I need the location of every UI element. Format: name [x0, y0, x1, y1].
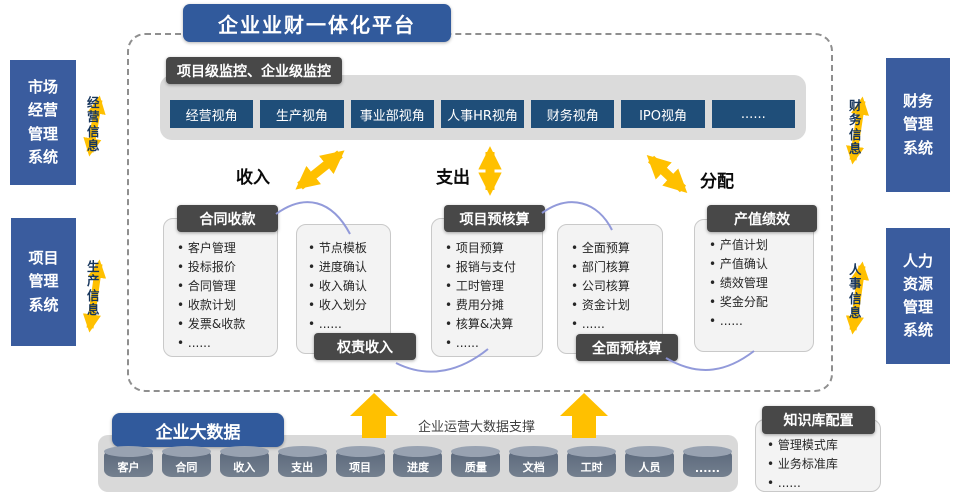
info-flow-finance-info: 财 务 信 息 — [849, 98, 862, 157]
platform-boundary — [127, 33, 833, 392]
card-item: ...... — [177, 334, 273, 353]
card-item: 资金计划 — [571, 296, 660, 315]
system-box-hr-management: 人力 资源 管理 系统 — [886, 228, 950, 364]
card-header-contract-collection: 合同收款 — [177, 205, 278, 232]
card-item: 进度确认 — [308, 258, 388, 277]
database-cylinder-icon: 客户 — [104, 446, 153, 477]
info-flow-hr-info: 人 事 信 息 — [849, 262, 862, 321]
card-item: 公司核算 — [571, 277, 660, 296]
card-item: ...... — [571, 315, 660, 334]
card-item: 收入划分 — [308, 296, 388, 315]
view-button[interactable]: 财务视角 — [531, 100, 615, 128]
card-item: 发票&收款 — [177, 315, 273, 334]
card-item: 投标报价 — [177, 258, 273, 277]
bigdata-header: 企业大数据 — [112, 413, 284, 447]
database-cylinder-icon: ...... — [682, 446, 732, 477]
card-accrual-income: 节点模板进度确认收入确认收入划分...... — [296, 224, 391, 354]
card-item: 部门核算 — [571, 258, 660, 277]
flow-label-expense: 支出 — [436, 168, 470, 188]
card-item: ...... — [308, 315, 388, 334]
system-box-market-management: 市场 经营 管理 系统 — [10, 60, 76, 185]
page-title: 企业业财一体化平台 — [183, 4, 451, 42]
flow-label-distribution: 分配 — [700, 172, 734, 192]
system-box-finance-management: 财务 管理 系统 — [886, 58, 950, 192]
database-cylinder-icon: 文档 — [509, 446, 559, 477]
bigdata-support-label: 企业运营大数据支撑 — [418, 420, 536, 435]
database-cylinder-icon: 人员 — [625, 446, 675, 477]
view-button[interactable]: IPO视角 — [621, 100, 705, 128]
card-item: 绩效管理 — [709, 274, 809, 293]
card-header-overall-budget: 全面预核算 — [576, 334, 678, 361]
view-button[interactable]: 经营视角 — [170, 100, 254, 128]
database-cylinder-icon: 合同 — [161, 446, 211, 477]
card-header-output-performance: 产值绩效 — [707, 205, 817, 232]
flow-label-income: 收入 — [236, 168, 270, 188]
card-item: 收入确认 — [308, 277, 388, 296]
card-overall-budget: 全面预算部门核算公司核算资金计划...... — [557, 224, 663, 354]
card-output-performance: 产值计划产值确认绩效管理奖金分配...... — [694, 219, 814, 352]
database-cylinder-icon: 进度 — [393, 446, 443, 477]
card-contract-collection: 客户管理投标报价合同管理收款计划发票&收款...... — [163, 218, 278, 357]
card-item: ...... — [709, 312, 809, 331]
database-row: 客户合同收入支出项目进度质量文档工时人员...... — [104, 446, 732, 477]
monitor-header: 项目级监控、企业级监控 — [166, 57, 342, 84]
card-item: 客户管理 — [177, 239, 273, 258]
card-item: ...... — [767, 474, 876, 493]
card-item: 奖金分配 — [709, 293, 809, 312]
knowledge-base-header: 知识库配置 — [762, 406, 875, 434]
card-header-accrual-income: 权责收入 — [314, 333, 416, 360]
support-up-arrow-icon — [560, 393, 608, 438]
system-box-project-management: 项目 管理 系统 — [11, 218, 76, 346]
database-cylinder-icon: 项目 — [335, 446, 385, 477]
database-cylinder-icon: 质量 — [451, 446, 501, 477]
card-item: 收款计划 — [177, 296, 273, 315]
card-item: 全面预算 — [571, 239, 660, 258]
view-button[interactable]: 事业部视角 — [350, 100, 434, 128]
card-item: 业务标准库 — [767, 455, 876, 474]
card-item: 产值确认 — [709, 255, 809, 274]
card-item: ...... — [445, 334, 538, 353]
database-cylinder-icon: 支出 — [277, 446, 327, 477]
card-item: 合同管理 — [177, 277, 273, 296]
card-item: 工时管理 — [445, 277, 538, 296]
view-button[interactable]: 生产视角 — [260, 100, 344, 128]
view-button[interactable]: ...... — [711, 100, 795, 128]
card-item: 节点模板 — [308, 239, 388, 258]
card-header-project-budget: 项目预核算 — [444, 205, 545, 232]
card-item: 报销与支付 — [445, 258, 538, 277]
card-item: 费用分摊 — [445, 296, 538, 315]
view-button[interactable]: 人事HR视角 — [440, 100, 525, 128]
card-project-budget: 项目预算报销与支付工时管理费用分摊核算&决算...... — [431, 218, 543, 357]
info-flow-production-info: 生 产 信 息 — [87, 259, 100, 318]
card-item: 项目预算 — [445, 239, 538, 258]
info-flow-business-info: 经 营 信 息 — [87, 95, 100, 154]
support-up-arrow-icon — [350, 393, 398, 438]
card-item: 产值计划 — [709, 236, 809, 255]
card-item: 管理模式库 — [767, 436, 876, 455]
database-cylinder-icon: 收入 — [219, 446, 269, 477]
card-item: 核算&决算 — [445, 315, 538, 334]
database-cylinder-icon: 工时 — [567, 446, 617, 477]
